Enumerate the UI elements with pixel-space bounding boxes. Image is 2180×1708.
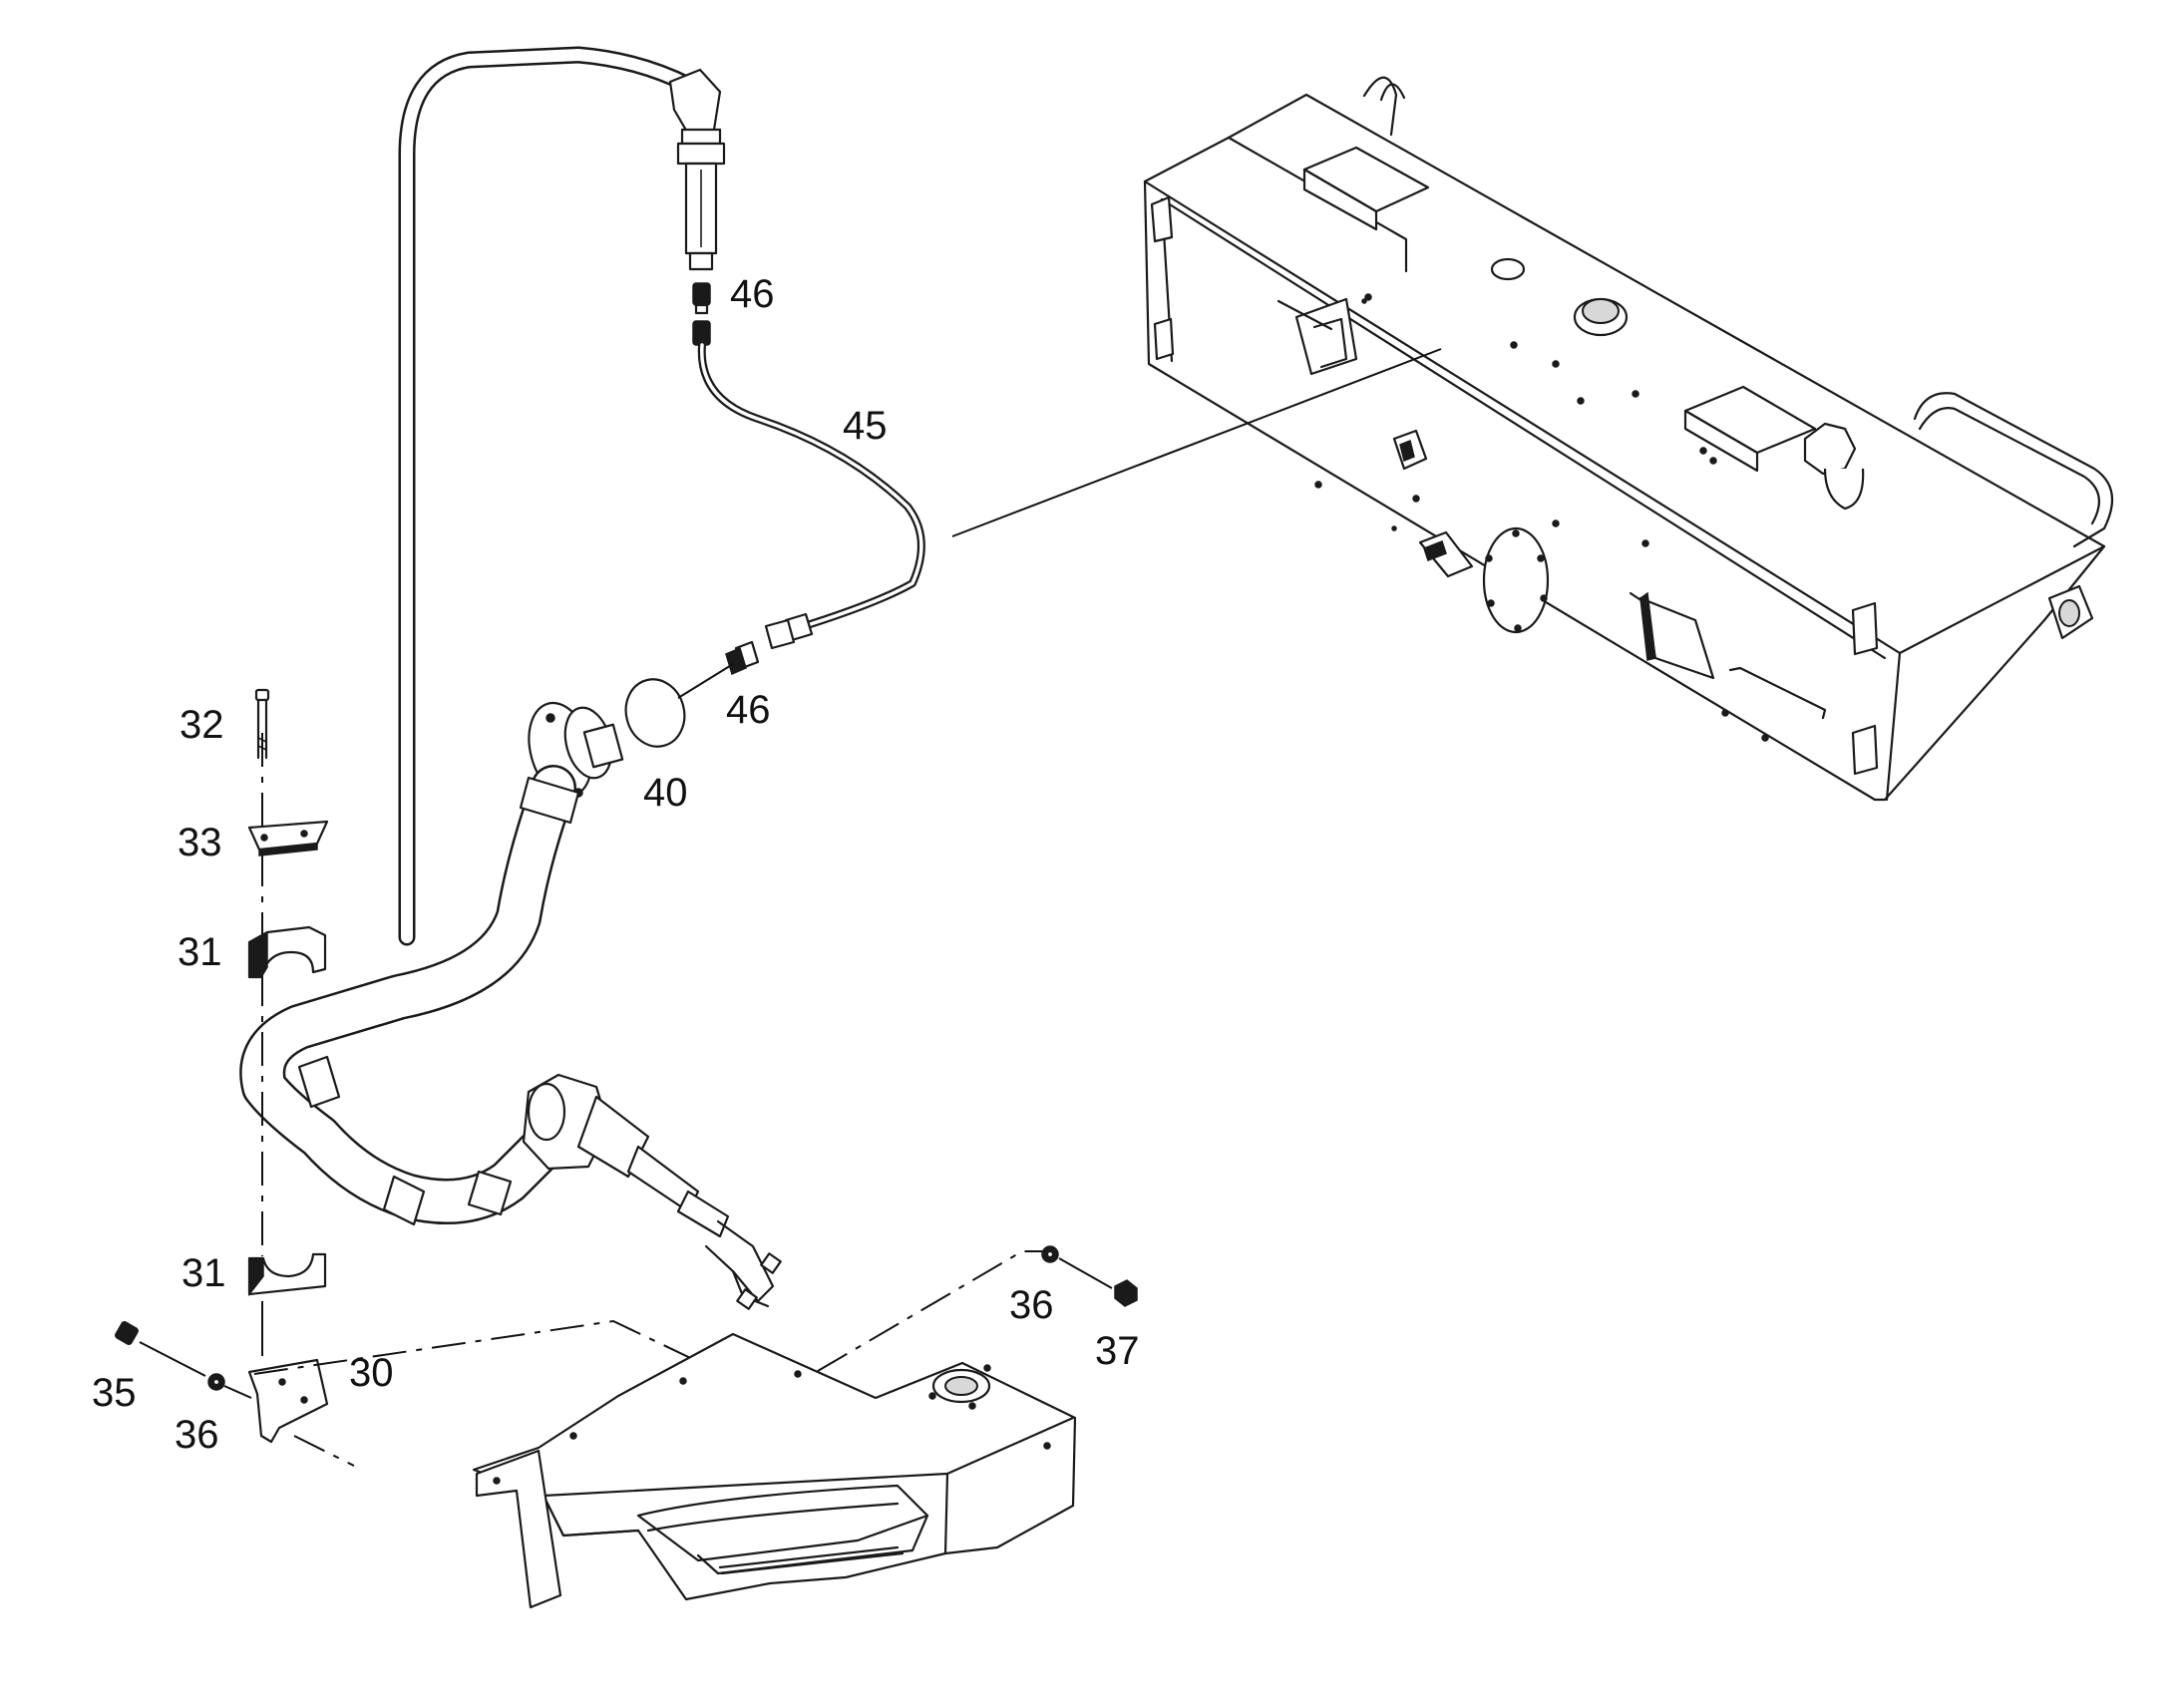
rigid-pipe	[398, 46, 697, 946]
callout-37: 37	[1095, 1329, 1140, 1373]
callout-36-left: 36	[175, 1413, 219, 1457]
callout-labels: 46 45 46 40 32 33 31 31 30 35 36 36 37	[92, 272, 1140, 1457]
bracket-30	[247, 1358, 329, 1444]
callout-46-lower: 46	[726, 688, 771, 732]
callout-46-upper: 46	[730, 272, 775, 316]
callout-36-right: 36	[1009, 1283, 1054, 1327]
callout-40: 40	[643, 771, 688, 815]
cover-plate-33	[247, 820, 329, 856]
elbow-fitting	[522, 1073, 782, 1310]
tank-assembly	[1143, 76, 2114, 802]
fitting-46-upper	[692, 282, 711, 346]
fitting-46-lower	[725, 640, 760, 676]
clamp-half-31-lower	[247, 1252, 327, 1297]
sensor-cable	[697, 341, 925, 650]
nut-37	[1114, 1279, 1138, 1307]
callout-32: 32	[180, 703, 224, 747]
bolt-32	[254, 688, 270, 760]
mounting-bracket	[472, 1332, 1077, 1609]
callout-45: 45	[843, 404, 888, 448]
level-sensor	[668, 68, 726, 271]
callout-31-lower: 31	[182, 1251, 226, 1295]
callout-35: 35	[92, 1371, 137, 1415]
screw-35	[115, 1321, 206, 1377]
o-ring-40	[624, 678, 686, 748]
callout-30: 30	[349, 1351, 394, 1395]
clamp-half-31-upper	[247, 925, 327, 979]
callout-33: 33	[178, 821, 222, 864]
callout-31-upper: 31	[178, 930, 222, 974]
